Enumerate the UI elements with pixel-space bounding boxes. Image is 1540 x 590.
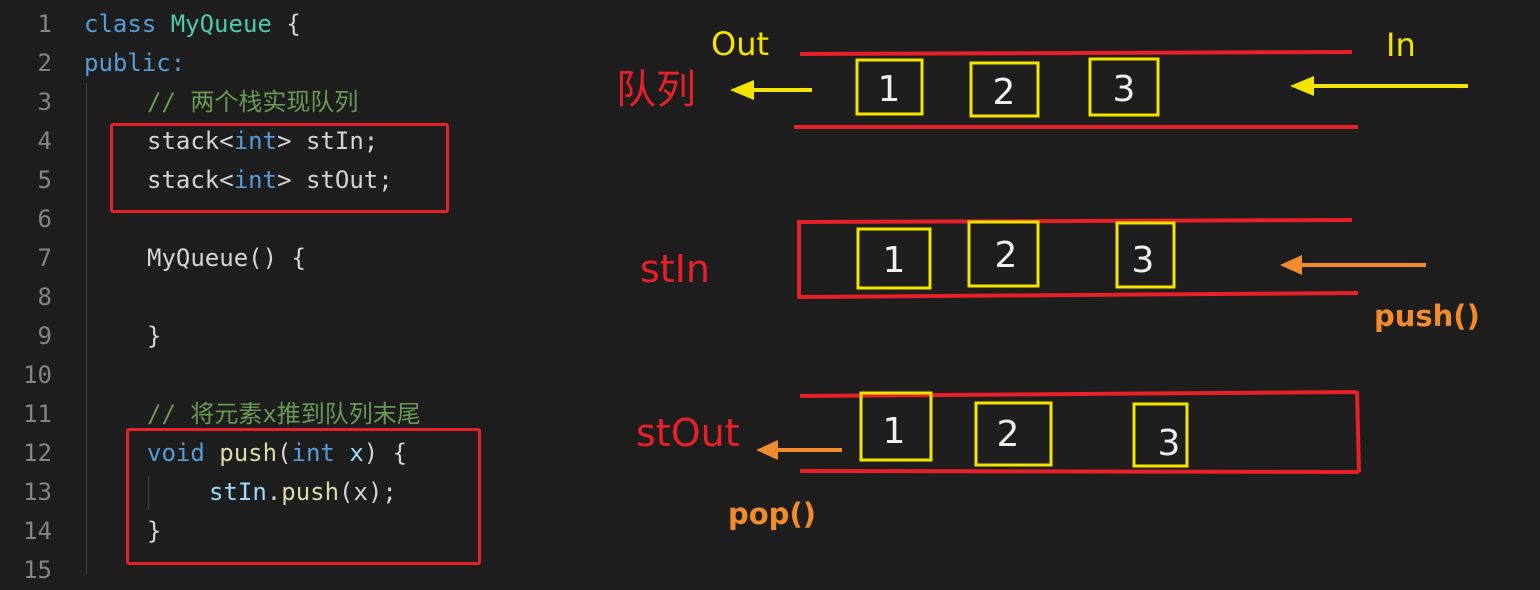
item-label: 3 bbox=[1132, 240, 1155, 281]
line-number: 7 bbox=[37, 244, 52, 272]
comment: // 两个栈实现队列 bbox=[147, 88, 359, 116]
item-label: 1 bbox=[878, 69, 901, 110]
push-label: push() bbox=[1374, 299, 1480, 333]
line-number: 3 bbox=[37, 88, 52, 116]
comment: // 将元素x推到队列末尾 bbox=[147, 400, 421, 428]
keyword: class bbox=[84, 10, 157, 38]
push-arrow-icon bbox=[1280, 255, 1426, 275]
function-name: MyQueue bbox=[147, 244, 249, 272]
param: x bbox=[349, 439, 364, 467]
type: stack< bbox=[147, 127, 234, 155]
brace: } bbox=[147, 517, 162, 545]
stin-item: 3 bbox=[1115, 221, 1176, 289]
code-line-1: class MyQueue { bbox=[84, 5, 301, 44]
variable: stIn; bbox=[305, 127, 379, 155]
brace: { bbox=[286, 10, 301, 38]
code-line-12: void push(int x) { bbox=[147, 434, 407, 473]
type: stack< bbox=[147, 166, 234, 194]
code-line-11: // 将元素x推到队列末尾 bbox=[147, 395, 421, 434]
item-label: 2 bbox=[997, 414, 1020, 455]
stin-item: 1 bbox=[856, 227, 932, 290]
queue-item: 2 bbox=[969, 61, 1040, 118]
keyword: public: bbox=[84, 49, 186, 77]
code-line-5: stack<int> stOut; bbox=[147, 161, 393, 200]
keyword: int bbox=[233, 127, 278, 155]
code-line-9: } bbox=[147, 317, 161, 356]
args: (x); bbox=[339, 478, 397, 506]
queue-top-rail bbox=[799, 50, 1353, 56]
line-number: 13 bbox=[23, 478, 52, 506]
keyword: int bbox=[233, 166, 278, 194]
item-label: 3 bbox=[1158, 423, 1181, 464]
object: stIn bbox=[209, 478, 267, 506]
code-line-2: public: bbox=[84, 44, 185, 83]
code-rest: ) { bbox=[363, 439, 408, 467]
brace: } bbox=[147, 322, 162, 350]
indent-guide bbox=[148, 476, 149, 510]
stout-stack bbox=[799, 390, 1361, 474]
code-line-13: stIn.push(x); bbox=[209, 473, 397, 512]
stin-label: stIn bbox=[640, 247, 710, 291]
queue-item: 1 bbox=[855, 58, 924, 116]
out-label: Out bbox=[711, 25, 769, 63]
queue-diagram: 1 2 3 Out In 队列 1 2 3 stIn push() bbox=[616, 25, 1480, 531]
line-number: 4 bbox=[37, 127, 52, 155]
function-name: push bbox=[281, 478, 340, 506]
line-number: 5 bbox=[37, 166, 52, 194]
item-label: 1 bbox=[883, 240, 906, 281]
item-label: 2 bbox=[995, 235, 1018, 276]
push-highlight-box bbox=[126, 428, 481, 565]
stin-stack bbox=[797, 218, 1359, 299]
in-label: In bbox=[1386, 26, 1416, 64]
indent-guide bbox=[86, 83, 87, 574]
queue-item: 3 bbox=[1088, 57, 1160, 117]
type-close: > bbox=[277, 127, 292, 155]
class-name: MyQueue bbox=[170, 10, 272, 38]
function-name: push bbox=[219, 439, 278, 467]
keyword: int bbox=[291, 439, 335, 467]
line-number: 14 bbox=[23, 517, 52, 545]
code-line-4: stack<int> stIn; bbox=[147, 122, 378, 161]
line-number: 8 bbox=[37, 283, 52, 311]
line-number: 2 bbox=[37, 49, 52, 77]
item-label: 2 bbox=[993, 72, 1016, 113]
code-rest: () { bbox=[248, 244, 306, 272]
line-number: 10 bbox=[23, 361, 52, 389]
members-highlight-box bbox=[110, 123, 449, 213]
line-number-gutter: 1 2 3 4 5 6 7 8 9 10 11 12 13 14 15 bbox=[0, 0, 62, 584]
variable: stOut; bbox=[305, 166, 393, 194]
line-number: 1 bbox=[37, 10, 52, 38]
out-arrow-icon bbox=[730, 80, 812, 100]
stout-label: stOut bbox=[636, 411, 740, 455]
line-number: 9 bbox=[37, 322, 52, 350]
pop-arrow-icon bbox=[756, 440, 842, 460]
queue-label: 队列 bbox=[616, 67, 696, 113]
line-number: 12 bbox=[23, 439, 52, 467]
dot: . bbox=[266, 478, 282, 506]
line-number: 6 bbox=[37, 205, 52, 233]
item-label: 3 bbox=[1113, 69, 1136, 110]
stout-item: 3 bbox=[1132, 402, 1189, 468]
in-arrow-icon bbox=[1290, 76, 1468, 96]
code-line-3: // 两个栈实现队列 bbox=[147, 83, 358, 122]
stout-item: 2 bbox=[974, 401, 1053, 467]
code-editor: 1 2 3 4 5 6 7 8 9 10 11 12 13 14 15 clas… bbox=[0, 0, 481, 584]
code-line-14: } bbox=[147, 512, 161, 551]
type-close: > bbox=[277, 166, 292, 194]
keyword: void bbox=[147, 439, 205, 467]
line-number: 11 bbox=[23, 400, 52, 428]
code-line-7: MyQueue() { bbox=[147, 239, 306, 278]
paren: ( bbox=[277, 439, 292, 467]
item-label: 1 bbox=[883, 411, 906, 452]
stout-item: 1 bbox=[859, 391, 933, 462]
stin-item: 2 bbox=[967, 220, 1040, 288]
pop-label: pop() bbox=[728, 497, 816, 531]
